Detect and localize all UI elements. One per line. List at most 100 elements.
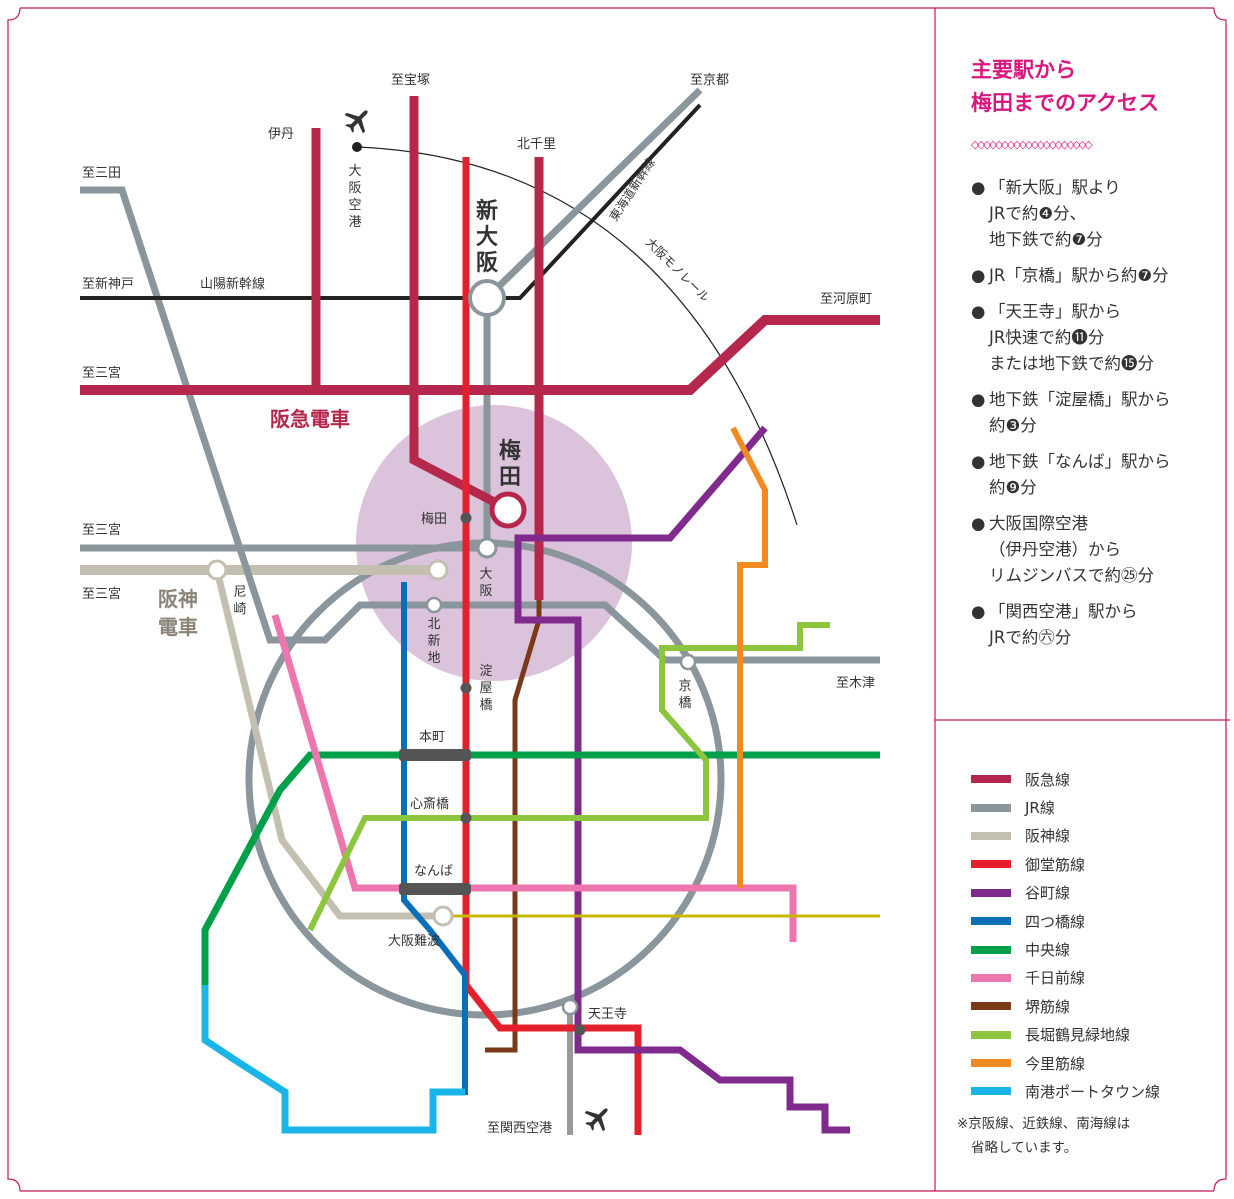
legend-swatch	[971, 775, 1011, 784]
access-line: 大阪国際空港	[989, 514, 1088, 533]
station-marker-umeda	[489, 491, 527, 529]
access-line: JRで約❹分、	[989, 204, 1087, 223]
label-shin-osaka-2: 大	[476, 225, 498, 250]
access-line: JR快速で約⓫分	[989, 328, 1105, 347]
line-hankyu-kobe	[80, 315, 880, 395]
line-imazatosuji	[730, 426, 768, 888]
station-bar-namba	[399, 883, 471, 895]
label-hankyu: 阪急電車	[270, 407, 350, 431]
vertical-label-char: 京	[678, 679, 691, 694]
legend-swatch	[971, 1030, 1011, 1039]
access-line: 約❸分	[989, 416, 1037, 435]
legend-item: 今里筋線	[971, 1049, 1231, 1077]
dest-kansai-airport: 至関西空港	[487, 1121, 552, 1136]
legend-item: 御堂筋線	[971, 850, 1231, 878]
vertical-label-char: 地	[427, 651, 440, 666]
line-label-monorail: 大阪モノレール	[643, 235, 712, 304]
vertical-label-char: 尼	[233, 585, 246, 600]
vertical-label-char: 大	[479, 567, 492, 582]
station-label-umeda-sub: 梅田	[421, 512, 447, 527]
vertical-label-char: 崎	[233, 602, 246, 617]
vertical-label-char: 淀	[479, 664, 492, 679]
legend-swatch	[971, 860, 1011, 869]
airplane-icon-kansai	[584, 1108, 608, 1132]
legend-label: 四つ橋線	[1025, 912, 1086, 931]
dest-kizu: 至木津	[836, 676, 875, 691]
legend-label: 長堀鶴見緑地線	[1025, 1026, 1131, 1045]
bullet-icon: ●	[971, 452, 986, 471]
access-title-line1: 主要駅から	[971, 58, 1076, 82]
label-umeda: 梅 田	[499, 438, 521, 490]
vertical-label-char: 阪	[479, 584, 492, 599]
station-marker-hanshin-umeda	[427, 559, 449, 581]
legend-label: 谷町線	[1025, 884, 1071, 903]
legend-item: 千日前線	[971, 964, 1231, 992]
legend-item: JR線	[971, 793, 1231, 821]
label-umeda-2: 田	[499, 465, 521, 490]
footnote: ※京阪線、近鉄線、南海線は 省略しています。	[957, 1112, 1130, 1160]
line-hanshin-namba	[213, 569, 440, 920]
station-marker-tennoji-jr	[561, 998, 579, 1016]
legend-item: 阪急線	[971, 765, 1231, 793]
legend-item: 南港ポートタウン線	[971, 1077, 1231, 1105]
station-label-osaka: 大阪	[479, 567, 492, 599]
vertical-label-char: 橋	[678, 696, 691, 711]
label-hanshin-2: 電車	[158, 615, 198, 639]
access-panel: 主要駅から 梅田までのアクセス ◇◇◇◇◇◇◇◇◇◇◇◇◇◇◇◇◇◇◇◇ ●「新…	[935, 0, 1234, 1199]
line-hankyu-takarazuka	[409, 96, 503, 509]
vertical-label-char: 阪	[348, 181, 361, 196]
bullet-icon: ●	[971, 178, 986, 197]
label-hanshin-1: 阪神	[158, 587, 198, 611]
access-line: 約❾分	[989, 478, 1037, 497]
vertical-label-char: 屋	[479, 681, 492, 696]
station-label-yodoyabashi: 淀屋橋	[479, 664, 492, 713]
access-item: ●地下鉄「淀屋橋」駅から約❸分	[971, 387, 1231, 439]
label-umeda-1: 梅	[499, 438, 521, 464]
dest-takarazuka: 至宝塚	[391, 73, 430, 88]
station-label-honmachi: 本町	[419, 730, 445, 745]
access-item: ●大阪国際空港（伊丹空港）からリムジンバスで約㉕分	[971, 511, 1231, 589]
osaka-airport-dot	[352, 142, 362, 152]
line-legend: 阪急線 JR線 阪神線 御堂筋線 谷町線 四つ橋線 中央線 千日前線 堺筋線 長…	[971, 765, 1231, 1106]
access-line: 「天王寺」駅から	[989, 302, 1121, 321]
access-line: 「関西空港」駅から	[989, 602, 1138, 621]
label-shin-osaka: 新 大 阪	[476, 198, 498, 276]
access-title-line2: 梅田までのアクセス	[971, 91, 1159, 115]
station-label-kitashinchi: 北新地	[427, 617, 440, 666]
station-label-amagasaki: 尼崎	[233, 585, 246, 617]
station-label-itami: 伊丹	[268, 127, 294, 142]
bullet-icon: ●	[971, 602, 986, 621]
bullet-icon: ●	[971, 514, 986, 533]
legend-label: 千日前線	[1025, 969, 1086, 988]
label-shin-osaka-3: 阪	[476, 251, 498, 276]
legend-swatch	[971, 945, 1011, 954]
access-line: 地下鉄「淀屋橋」駅から	[989, 390, 1171, 409]
station-marker-osaka	[476, 537, 498, 559]
access-line: 地下鉄で約❼分	[989, 230, 1103, 249]
station-marker-tennoji-sub	[574, 1024, 586, 1036]
legend-swatch	[971, 831, 1011, 840]
legend-item: 四つ橋線	[971, 907, 1231, 935]
line-jr-sanda	[80, 186, 880, 664]
station-marker-umeda-sub	[460, 512, 472, 524]
legend-item: 谷町線	[971, 879, 1231, 907]
station-label-kyobashi: 京橋	[678, 679, 691, 711]
legend-swatch	[971, 1059, 1011, 1068]
legend-swatch	[971, 888, 1011, 897]
station-marker-shinsaibashi	[460, 812, 472, 824]
dest-sanda: 至三田	[82, 166, 121, 181]
legend-item: 長堀鶴見緑地線	[971, 1021, 1231, 1049]
dest-shinkobe: 至新神戸	[82, 276, 134, 292]
legend-label: 今里筋線	[1025, 1054, 1086, 1073]
dest-sannomiya-hankyu: 至三宮	[82, 365, 121, 381]
line-midosuji	[462, 157, 642, 1135]
dest-sannomiya-jr: 至三宮	[82, 522, 121, 538]
bullet-icon: ●	[971, 302, 986, 321]
line-nagahori	[307, 622, 830, 932]
label-shin-osaka-1: 新	[476, 198, 498, 224]
access-line: 地下鉄「なんば」駅から	[989, 452, 1171, 471]
dest-kyoto: 至京都	[690, 73, 729, 88]
